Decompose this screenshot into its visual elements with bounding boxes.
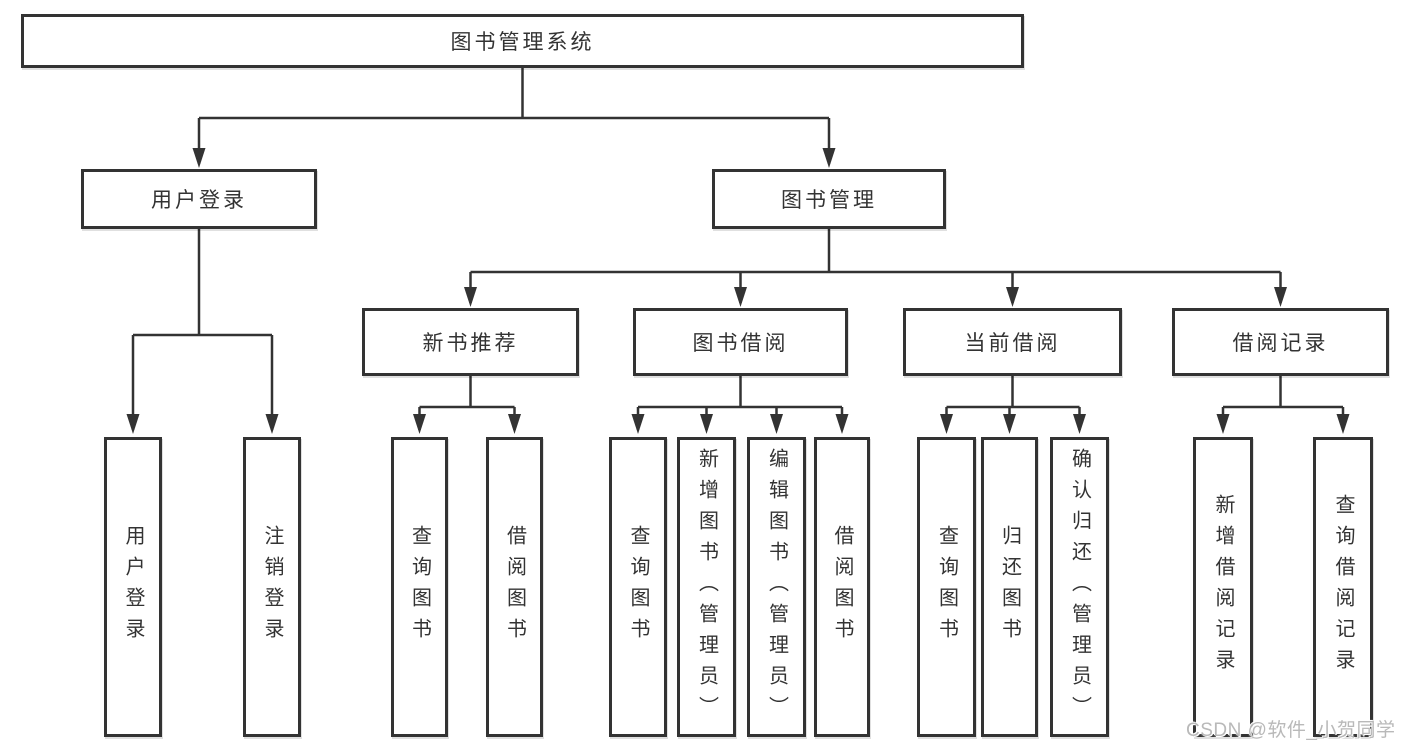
node-borrowing-records: 借阅记录 <box>1172 308 1389 376</box>
node-new-book-recommend: 新书推荐 <box>362 308 579 376</box>
leaf-label: 用户登录 <box>122 525 144 649</box>
node-leaf-query-borrow-record: 查询借阅记录 <box>1313 437 1373 737</box>
leaf-label: 借阅图书 <box>503 525 526 649</box>
leaf-label: 查询图书 <box>408 525 431 649</box>
node-root-system: 图书管理系统 <box>21 14 1024 68</box>
leaf-label: 归还图书 <box>998 525 1021 649</box>
node-leaf-query-books-recommend: 查询图书 <box>391 437 448 737</box>
node-book-management-branch: 图书管理 <box>712 169 946 229</box>
node-leaf-add-books-admin: 新增图书（管理员） <box>677 437 736 737</box>
node-leaf-edit-books-admin: 编辑图书（管理员） <box>747 437 806 737</box>
node-leaf-logout: 注销登录 <box>243 437 301 737</box>
leaf-label: 新增图书（管理员） <box>695 447 718 727</box>
watermark: CSDN @软件_小贺同学 <box>1186 720 1396 741</box>
leaf-label: 查询图书 <box>935 525 958 649</box>
leaf-label: 确认归还（管理员） <box>1068 447 1091 727</box>
node-leaf-user-login: 用户登录 <box>104 437 162 737</box>
leaf-label: 编辑图书（管理员） <box>765 447 788 727</box>
node-leaf-borrow-books-recommend: 借阅图书 <box>486 437 543 737</box>
leaf-label: 借阅图书 <box>831 525 853 649</box>
leaf-label: 注销登录 <box>261 525 283 649</box>
node-leaf-add-borrow-record: 新增借阅记录 <box>1193 437 1253 737</box>
leaf-label: 查询图书 <box>627 525 649 649</box>
node-current-borrowing: 当前借阅 <box>903 308 1122 376</box>
leaf-label: 查询借阅记录 <box>1332 494 1354 680</box>
node-leaf-query-books-borrowing: 查询图书 <box>609 437 667 737</box>
node-leaf-borrow-books: 借阅图书 <box>814 437 870 737</box>
node-leaf-query-books-current: 查询图书 <box>917 437 976 737</box>
node-user-login-branch: 用户登录 <box>81 169 317 229</box>
node-leaf-return-books: 归还图书 <box>981 437 1038 737</box>
node-book-borrowing: 图书借阅 <box>633 308 848 376</box>
leaf-label: 新增借阅记录 <box>1212 494 1234 680</box>
node-leaf-confirm-return-admin: 确认归还（管理员） <box>1050 437 1109 737</box>
